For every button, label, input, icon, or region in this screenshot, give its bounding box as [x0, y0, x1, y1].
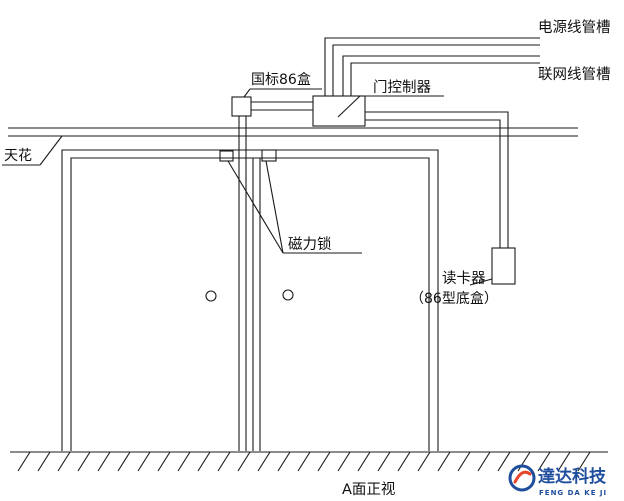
ground-hatch-line [57, 451, 71, 472]
logo-mark-icon [508, 464, 536, 492]
door-controller-box [312, 95, 366, 127]
power-trough-label: 电源线管槽 [538, 19, 611, 36]
ground [10, 451, 608, 472]
magnetic-lock-left [219, 150, 234, 162]
door-controller-label: 门控制器 [373, 79, 431, 96]
box-to-controller-conduit [251, 101, 313, 111]
ground-hatch-line [537, 451, 551, 472]
card-reader-leader [469, 278, 493, 286]
ground-hatch-line [577, 451, 591, 472]
network-trough-label: 联网线管槽 [538, 66, 611, 83]
card-reader-box-label: （86型底盒） [410, 290, 498, 307]
magnetic-lock-leaders [227, 160, 362, 254]
gb86-box [231, 96, 252, 117]
ground-hatch-line [357, 451, 371, 472]
ground-hatch-line [417, 451, 431, 472]
magnetic-lock-right [261, 149, 277, 162]
logo-name: 達达科技 [538, 466, 607, 487]
ground-hatch-line [237, 451, 251, 472]
ground-hatch-line [477, 451, 491, 472]
ground-hatch-line [177, 451, 191, 472]
door-handle-left [205, 290, 217, 302]
ceiling-label: 天花 [4, 148, 32, 164]
logo-subtitle: FENG DA KE JI [539, 489, 607, 497]
gb86-box-label: 国标86盒 [251, 71, 311, 88]
card-reader-box [491, 247, 516, 285]
ground-hatch-line [17, 451, 31, 472]
ground-hatch-line [557, 451, 571, 472]
ceiling-line [8, 127, 578, 137]
door-leaves [252, 158, 261, 451]
ground-hatch-line [277, 451, 291, 472]
ground-hatch-line [117, 451, 131, 472]
ground-hatch-line [397, 451, 411, 472]
ceiling-leader [39, 135, 63, 166]
ground-hatch-line [437, 451, 451, 472]
ground-hatch-line [217, 451, 231, 472]
center-conduit [238, 116, 247, 451]
card-reader-label: 读卡器 [442, 270, 486, 287]
door-controller-leader [337, 95, 361, 118]
controller-to-reader-conduit [365, 111, 509, 248]
door-handle-right [282, 289, 294, 301]
ground-hatch-line [137, 451, 151, 472]
company-logo: 達达科技 FENG DA KE JI [508, 464, 607, 497]
ground-hatch-line [517, 451, 531, 472]
ground-hatch-line [257, 451, 271, 472]
view-caption: A面正视 [342, 481, 395, 498]
magnetic-lock-label: 磁力锁 [288, 236, 332, 253]
ground-hatch-line [197, 451, 211, 472]
ground-hatch-line [37, 451, 51, 472]
ground-hatch-line [97, 451, 111, 472]
ground-hatch-line [497, 451, 511, 472]
gb86-leader [243, 88, 251, 98]
ground-hatch-line [457, 451, 471, 472]
ground-hatch-line [157, 451, 171, 472]
door-frame [61, 149, 439, 451]
ground-hatch-line [377, 451, 391, 472]
ground-hatch-line [337, 451, 351, 472]
ground-hatch-line [77, 451, 91, 472]
ground-hatch-line [297, 451, 311, 472]
ground-hatch-line [317, 451, 331, 472]
cable-troughs [324, 37, 540, 96]
